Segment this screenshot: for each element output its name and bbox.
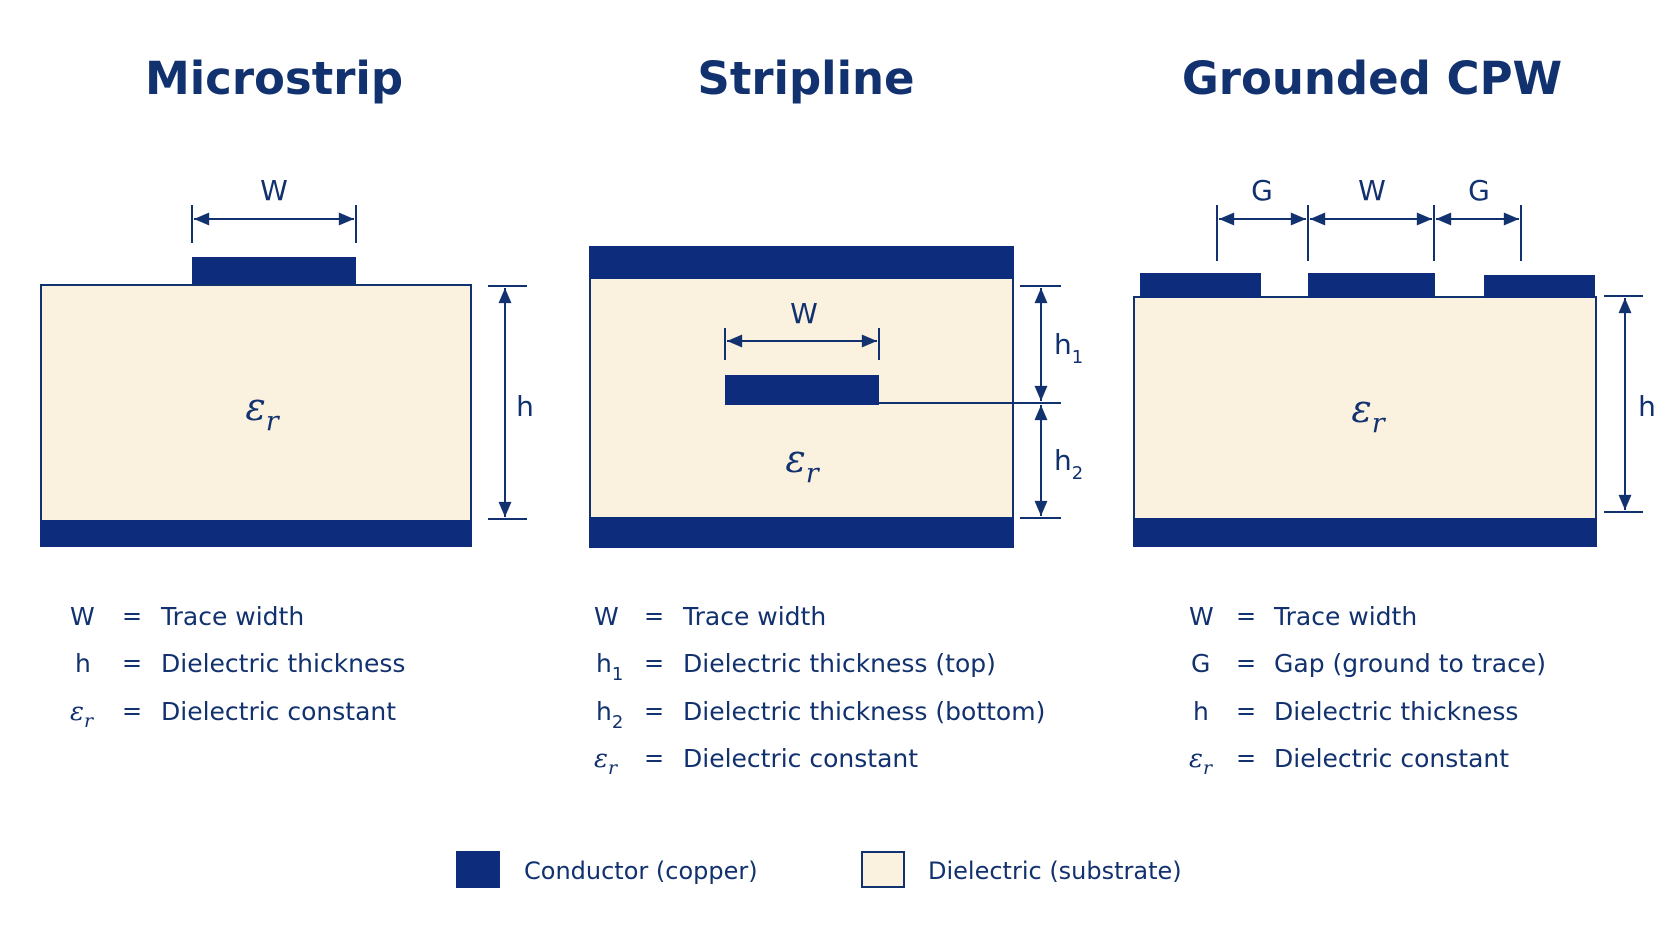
stripline-title: Stripline (697, 52, 914, 105)
svg-text:Dielectric constant: Dielectric constant (683, 744, 918, 773)
gcpw-permittivity-label: εr (1351, 387, 1386, 439)
svg-text:h2: h2 (596, 697, 623, 733)
gcpw-ground-plane (1133, 518, 1597, 547)
stripline-w-label: W (790, 297, 818, 330)
microstrip-panel: Microstrip W h εr W = Trace width h (40, 52, 534, 732)
svg-text:=: = (122, 602, 142, 630)
gcpw-width-dimensions: G W G (1216, 174, 1522, 261)
gcpw-w-label: W (1358, 174, 1386, 207)
microstrip-permittivity-label: εr (245, 385, 280, 437)
svg-text:W: W (1189, 602, 1214, 631)
definition-row: G = Gap (ground to trace) (1191, 649, 1546, 678)
microstrip-title: Microstrip (145, 52, 403, 105)
svg-text:εr: εr (1189, 744, 1214, 779)
definition-row: h = Dielectric thickness (75, 649, 405, 678)
stripline-panel: Stripline W h1 h2 εr W = Trace width (589, 52, 1083, 779)
definition-row: h1 = Dielectric thickness (top) (596, 649, 996, 685)
svg-text:Gap (ground to trace): Gap (ground to trace) (1274, 649, 1546, 678)
svg-text:=: = (644, 744, 664, 772)
svg-text:=: = (644, 602, 664, 630)
gcpw-panel: Grounded CPW G W G h εr W (1133, 52, 1656, 779)
definition-row: εr = Dielectric constant (70, 697, 396, 732)
gcpw-right-ground (1484, 275, 1595, 298)
legend-dielectric-label: Dielectric (substrate) (928, 857, 1182, 885)
stripline-trace (725, 375, 879, 405)
gcpw-title: Grounded CPW (1182, 52, 1562, 105)
definition-row: W = Trace width (1189, 602, 1417, 631)
gcpw-g-left-label: G (1251, 174, 1273, 207)
gcpw-definitions: W = Trace width G = Gap (ground to trace… (1189, 602, 1546, 779)
svg-text:Dielectric thickness: Dielectric thickness (1274, 697, 1518, 726)
legend-conductor-label: Conductor (copper) (524, 857, 758, 885)
svg-text:Dielectric thickness: Dielectric thickness (161, 649, 405, 678)
microstrip-width-dimension: W (191, 174, 357, 243)
stripline-h2-label: h2 (1054, 444, 1083, 484)
gcpw-height-dimension: h (1604, 295, 1656, 513)
stripline-bottom-ground-plane (589, 517, 1014, 548)
svg-text:=: = (1236, 602, 1256, 630)
svg-text:W: W (70, 602, 95, 631)
stripline-height-dimensions: h1 h2 (879, 285, 1083, 519)
microstrip-dielectric (40, 284, 472, 522)
svg-text:=: = (1236, 697, 1256, 725)
svg-text:=: = (122, 697, 142, 725)
definition-row: h2 = Dielectric thickness (bottom) (596, 697, 1045, 733)
svg-text:Trace width: Trace width (1273, 602, 1417, 631)
svg-text:G: G (1191, 649, 1210, 678)
gcpw-signal-trace (1308, 273, 1435, 298)
microstrip-h-label: h (516, 390, 534, 423)
gcpw-dielectric (1133, 296, 1597, 520)
microstrip-trace (192, 257, 356, 286)
svg-text:εr: εr (70, 697, 95, 732)
svg-text:=: = (122, 649, 142, 677)
svg-text:Dielectric constant: Dielectric constant (161, 697, 396, 726)
microstrip-ground-plane (40, 520, 472, 547)
stripline-width-dimension: W (724, 297, 880, 360)
definition-row: W = Trace width (594, 602, 826, 631)
svg-text:Dielectric constant: Dielectric constant (1274, 744, 1509, 773)
svg-text:=: = (644, 697, 664, 725)
definition-row: W = Trace width (70, 602, 304, 631)
svg-text:Dielectric thickness (top): Dielectric thickness (top) (683, 649, 996, 678)
definition-row: εr = Dielectric constant (594, 744, 918, 779)
definition-row: h = Dielectric thickness (1193, 697, 1518, 726)
microstrip-definitions: W = Trace width h = Dielectric thickness… (70, 602, 405, 732)
svg-text:Trace width: Trace width (160, 602, 304, 631)
gcpw-g-right-label: G (1468, 174, 1490, 207)
svg-text:h: h (75, 649, 91, 678)
legend-conductor-swatch (456, 851, 500, 888)
legend-dielectric-swatch (861, 851, 905, 888)
svg-text:Trace width: Trace width (682, 602, 826, 631)
svg-text:εr: εr (594, 744, 619, 779)
stripline-permittivity-label: εr (785, 437, 820, 489)
gcpw-left-ground (1140, 273, 1261, 298)
microstrip-height-dimension: h (488, 285, 534, 520)
definition-row: εr = Dielectric constant (1189, 744, 1509, 779)
svg-text:h: h (1193, 697, 1209, 726)
stripline-h1-label: h1 (1054, 328, 1083, 368)
gcpw-h-label: h (1638, 390, 1656, 423)
svg-text:=: = (1236, 744, 1256, 772)
svg-text:W: W (594, 602, 619, 631)
microstrip-w-label: W (260, 174, 288, 207)
svg-text:h1: h1 (596, 649, 623, 685)
stripline-definitions: W = Trace width h1 = Dielectric thicknes… (594, 602, 1045, 779)
svg-text:=: = (644, 649, 664, 677)
svg-text:Dielectric thickness (bottom): Dielectric thickness (bottom) (683, 697, 1045, 726)
legend: Conductor (copper) Dielectric (substrate… (456, 851, 1182, 888)
stripline-top-ground-plane (589, 246, 1014, 279)
svg-text:=: = (1236, 649, 1256, 677)
